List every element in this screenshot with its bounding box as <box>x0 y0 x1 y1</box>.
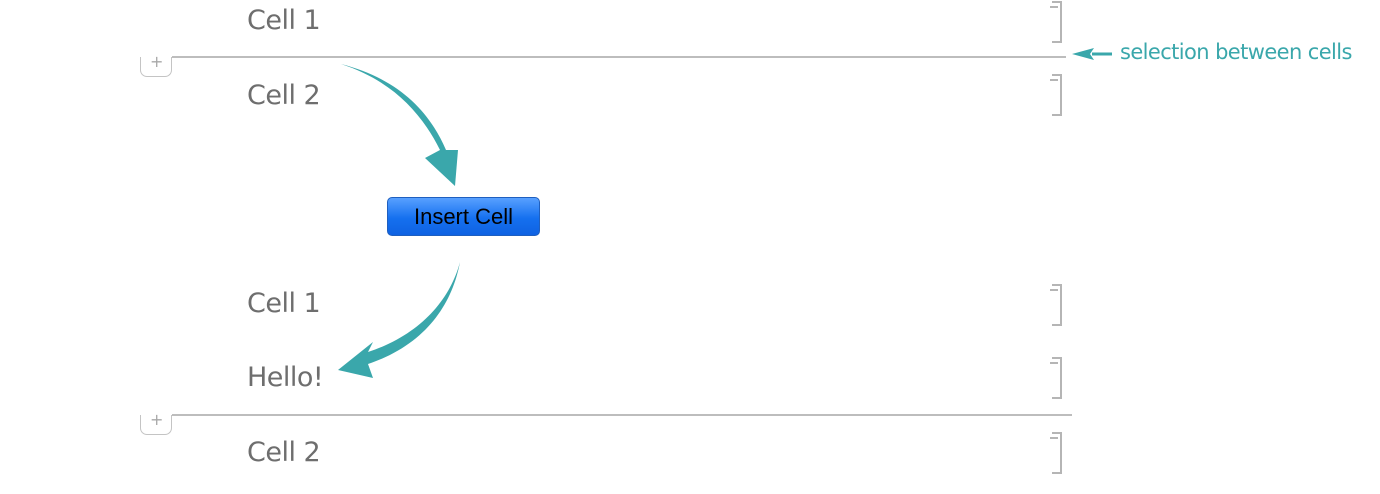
plus-icon: + <box>150 52 164 71</box>
annotation-label: selection between cells <box>1120 40 1352 64</box>
cell-bracket[interactable] <box>1050 357 1062 399</box>
curved-arrow-to-new-cell-icon <box>338 262 460 378</box>
insert-cell-button[interactable]: Insert Cell <box>387 197 540 236</box>
cell-label[interactable]: Cell 1 <box>247 5 321 36</box>
cell-bracket[interactable] <box>1050 432 1062 474</box>
insert-cell-tab[interactable]: + <box>140 52 172 77</box>
cell-insertion-line[interactable] <box>172 414 1072 416</box>
cell-bracket[interactable] <box>1050 74 1062 116</box>
cell-label[interactable]: Cell 1 <box>247 288 321 319</box>
plus-icon: + <box>150 410 164 429</box>
cell-label[interactable]: Cell 2 <box>247 80 321 111</box>
cell-bracket[interactable] <box>1050 284 1062 326</box>
cell-label[interactable]: Cell 2 <box>247 437 321 468</box>
pointer-arrow-icon <box>1072 48 1112 60</box>
curved-arrow-down-icon <box>341 64 458 186</box>
insert-cell-tab[interactable]: + <box>140 410 172 435</box>
cell-bracket[interactable] <box>1050 1 1062 43</box>
cell-insertion-line[interactable] <box>172 56 1066 58</box>
cell-label[interactable]: Hello! <box>247 362 324 393</box>
